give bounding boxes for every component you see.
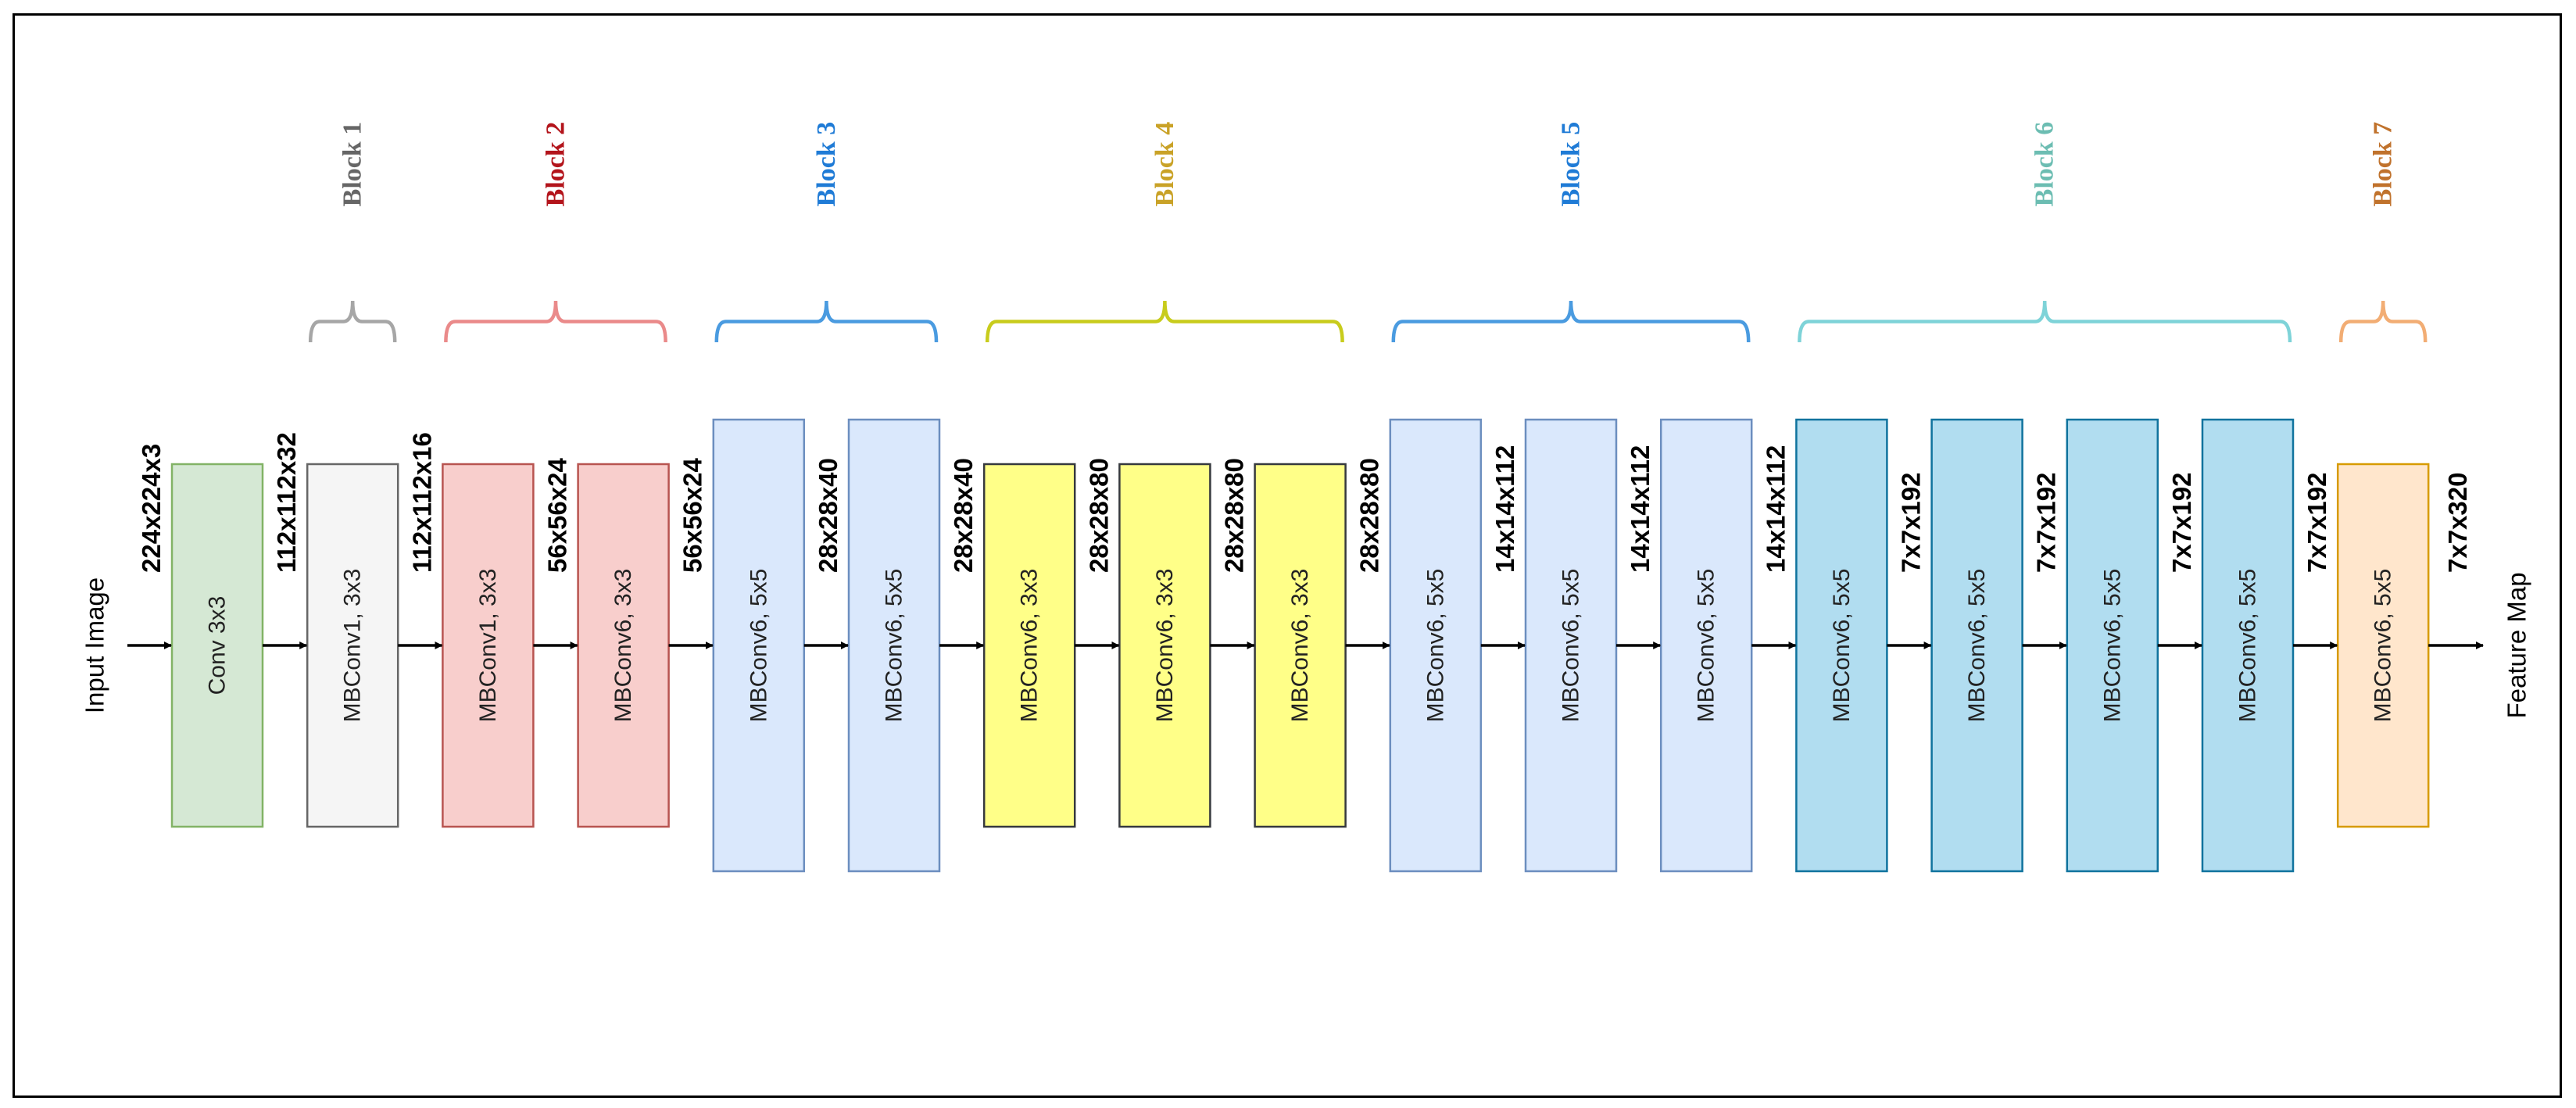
block-brace — [444, 300, 667, 343]
block-3: Block 3 — [714, 122, 939, 343]
layer-rect — [170, 463, 264, 828]
layer-label: MBConv6, 5x5 — [1422, 569, 1448, 723]
block-7: Block 7 — [2338, 122, 2428, 343]
dimension-label-10: 28x28x80 — [1355, 458, 1384, 573]
layer-box-14: MBConv6, 5x5 — [1930, 418, 2023, 873]
layer-box-8: MBConv6, 3x3 — [1118, 463, 1211, 828]
block-2: Block 2 — [444, 122, 667, 343]
layer-box-2: MBConv1, 3x3 — [306, 463, 399, 828]
block-title: Block 3 — [812, 122, 841, 207]
block-title: Block 6 — [2030, 122, 2059, 207]
layer-label: MBConv6, 3x3 — [610, 569, 636, 723]
layer-box-6: MBConv6, 5x5 — [847, 418, 941, 873]
layer-box-17: MBConv6, 5x5 — [2336, 463, 2430, 828]
layer-label: MBConv6, 5x5 — [1964, 569, 1990, 723]
input-image-label: Input Image — [80, 577, 109, 713]
dimension-label-7: 28x28x40 — [949, 458, 978, 573]
layer-box-16: MBConv6, 5x5 — [2201, 418, 2295, 873]
layer-rect — [1254, 463, 1347, 828]
layer-label: MBConv6, 5x5 — [2370, 569, 2396, 723]
layer-box-10: MBConv6, 5x5 — [1389, 418, 1483, 873]
layer-rect — [2336, 463, 2430, 828]
layer-rect — [1389, 418, 1483, 873]
block-title: Block 2 — [542, 122, 571, 207]
dimension-label-14: 7x7x192 — [1897, 473, 1926, 573]
dimension-label-2: 112x112x32 — [272, 432, 301, 573]
layer-rect — [847, 418, 941, 873]
dimension-label-15: 7x7x192 — [2032, 473, 2061, 573]
layer-box-9: MBConv6, 3x3 — [1254, 463, 1347, 828]
layer-label: Conv 3x3 — [205, 596, 231, 695]
block-5: Block 5 — [1391, 122, 1751, 343]
layer-box-13: MBConv6, 5x5 — [1795, 418, 1888, 873]
block-brace — [2338, 300, 2428, 343]
layer-box-15: MBConv6, 5x5 — [2066, 418, 2159, 873]
layer-label: MBConv6, 5x5 — [882, 569, 907, 723]
dimension-label-1: 224x224x3 — [137, 444, 166, 573]
block-1: Block 1 — [308, 122, 397, 343]
dimension-label-12: 14x14x112 — [1626, 445, 1655, 573]
dimension-label-8: 28x28x80 — [1084, 458, 1113, 573]
dimension-label-16: 7x7x192 — [2167, 473, 2196, 573]
layer-rect — [712, 418, 806, 873]
layer-rect — [1930, 418, 2023, 873]
dimension-label-4: 56x56x24 — [543, 458, 572, 573]
layer-rect — [1524, 418, 1618, 873]
dimension-label-5: 56x56x24 — [678, 458, 707, 573]
block-title: Block 5 — [1557, 122, 1586, 207]
dimension-label-17: 7x7x192 — [2302, 473, 2331, 573]
layer-label: MBConv6, 5x5 — [1558, 569, 1584, 723]
layer-label: MBConv6, 3x3 — [1017, 569, 1043, 723]
diagram-frame — [13, 13, 2562, 1098]
layer-rect — [2201, 418, 2295, 873]
block-6: Block 6 — [1798, 122, 2292, 343]
layer-rect — [2066, 418, 2159, 873]
layer-box-11: MBConv6, 5x5 — [1524, 418, 1618, 873]
dimension-label-3: 112x112x16 — [407, 432, 436, 573]
dimension-label-13: 14x14x112 — [1761, 445, 1790, 573]
block-brace — [308, 300, 397, 343]
dimension-label-6: 28x28x40 — [814, 458, 843, 573]
layer-rect — [306, 463, 399, 828]
layer-label: MBConv6, 3x3 — [1287, 569, 1313, 723]
dimension-label-11: 14x14x112 — [1490, 445, 1519, 573]
layer-box-7: MBConv6, 3x3 — [982, 463, 1076, 828]
layer-rect — [1795, 418, 1888, 873]
layer-label: MBConv1, 3x3 — [475, 569, 501, 723]
layer-rect — [1659, 418, 1753, 873]
layer-box-12: MBConv6, 5x5 — [1659, 418, 1753, 873]
block-brace — [985, 300, 1344, 343]
layer-label: MBConv6, 5x5 — [2099, 569, 2125, 723]
block-brace — [1798, 300, 2292, 343]
dimension-label-9: 28x28x80 — [1220, 458, 1249, 573]
layer-box-3: MBConv1, 3x3 — [442, 463, 535, 828]
layer-label: MBConv6, 5x5 — [1829, 569, 1855, 723]
layer-rect — [1118, 463, 1211, 828]
layer-box-4: MBConv6, 3x3 — [577, 463, 670, 828]
block-title: Block 4 — [1150, 122, 1179, 207]
layer-label: MBConv6, 5x5 — [746, 569, 771, 723]
block-brace — [714, 300, 939, 343]
block-title: Block 7 — [2369, 122, 2398, 207]
layer-rect — [577, 463, 670, 828]
block-4: Block 4 — [985, 122, 1344, 343]
dimension-label-18: 7x7x320 — [2443, 473, 2472, 573]
block-brace — [1391, 300, 1751, 343]
layer-box-5: MBConv6, 5x5 — [712, 418, 806, 873]
layer-label: MBConv6, 5x5 — [2235, 569, 2261, 723]
feature-map-label: Feature Map — [2503, 572, 2531, 718]
layer-box-1: Conv 3x3 — [170, 463, 264, 828]
layer-label: MBConv6, 5x5 — [1694, 569, 1719, 723]
block-title: Block 1 — [338, 122, 367, 207]
layer-label: MBConv6, 3x3 — [1152, 569, 1178, 723]
layer-rect — [982, 463, 1076, 828]
layer-label: MBConv1, 3x3 — [340, 569, 366, 723]
